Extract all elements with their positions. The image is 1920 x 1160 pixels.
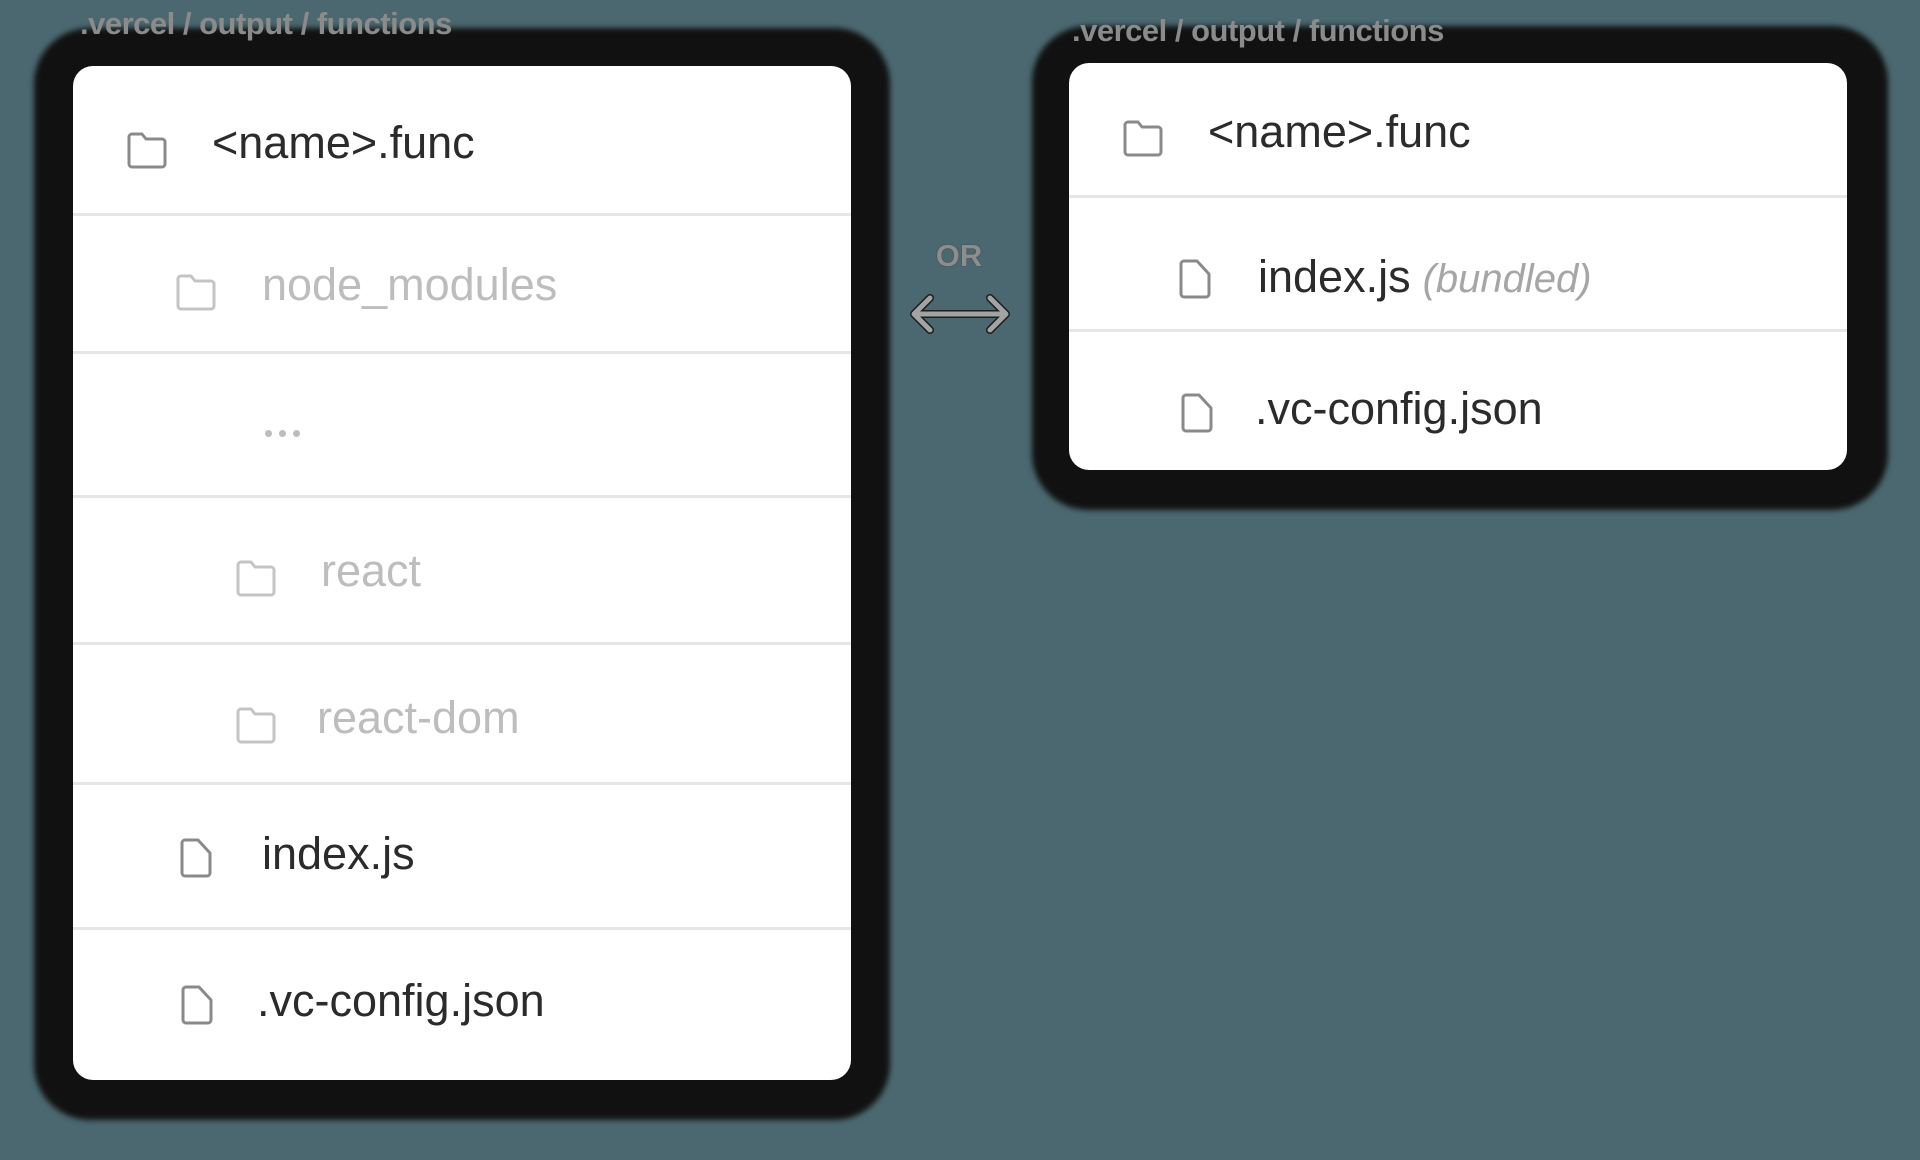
folder-icon — [126, 130, 168, 170]
tree-row-react[interactable]: react — [73, 495, 851, 642]
left-file-tree: <name>.func node_modules react react-dom… — [73, 66, 851, 1080]
tree-row-label: node_modules — [262, 259, 558, 310]
tree-row-label: .vc-config.json — [257, 975, 545, 1026]
tree-row-vc-config[interactable]: .vc-config.json — [1069, 329, 1847, 470]
tree-row-func-folder[interactable]: <name>.func — [73, 66, 851, 213]
folder-icon — [175, 272, 217, 312]
file-icon — [1177, 258, 1213, 300]
tree-row-label: index.js(bundled) — [1258, 254, 1592, 299]
tree-row-label: react-dom — [317, 692, 520, 743]
folder-icon — [1122, 118, 1164, 158]
tree-row-ellipsis — [73, 351, 851, 495]
tree-row-index-js[interactable]: index.js — [73, 782, 851, 927]
tree-row-label: .vc-config.json — [1255, 383, 1543, 434]
tree-row-func-folder[interactable]: <name>.func — [1069, 63, 1847, 195]
tree-row-react-dom[interactable]: react-dom — [73, 642, 851, 782]
right-path-label: .vercel / output / functions — [1072, 13, 1444, 48]
right-file-tree: <name>.func index.js(bundled) .vc-config… — [1069, 63, 1847, 470]
file-icon — [178, 837, 214, 879]
folder-icon — [235, 705, 277, 745]
tree-row-label: <name>.func — [1208, 106, 1471, 157]
tree-row-label: index.js — [262, 828, 415, 879]
file-icon — [1179, 392, 1215, 434]
tree-row-vc-config[interactable]: .vc-config.json — [73, 927, 851, 1080]
file-icon — [179, 984, 215, 1026]
or-label: OR — [935, 238, 983, 273]
bundled-note: (bundled) — [1422, 257, 1592, 301]
tree-row-label: react — [321, 545, 422, 596]
folder-icon — [235, 558, 277, 598]
tree-row-index-js[interactable]: index.js(bundled) — [1069, 195, 1847, 329]
double-arrow-icon — [908, 292, 1012, 336]
tree-row-node-modules[interactable]: node_modules — [73, 213, 851, 351]
left-path-label: .vercel / output / functions — [80, 6, 452, 41]
tree-row-label: <name>.func — [212, 117, 475, 168]
file-name: index.js — [1258, 251, 1411, 302]
ellipsis — [265, 430, 300, 437]
